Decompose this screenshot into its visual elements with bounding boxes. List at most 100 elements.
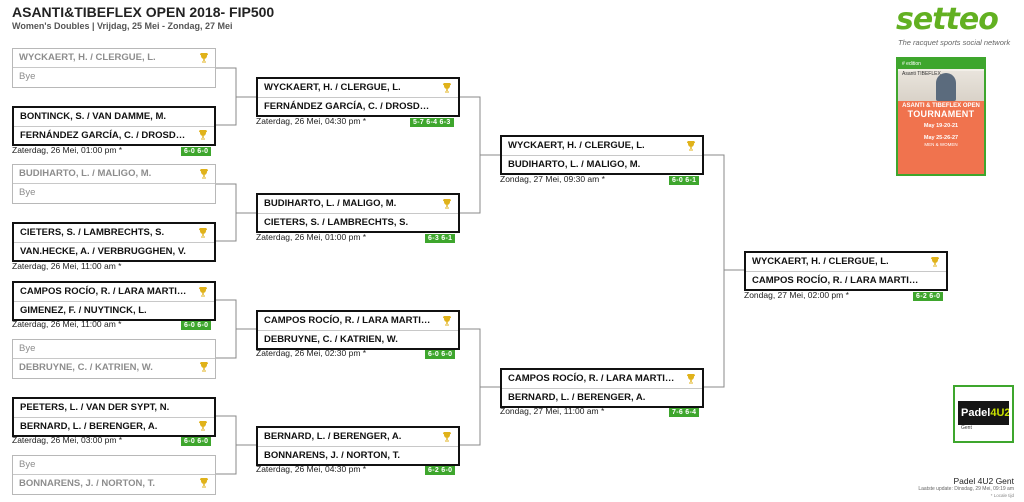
match-time: Zondag, 27 Mei, 02:00 pm * (744, 290, 849, 300)
trophy-icon (199, 287, 207, 297)
match-sf-2[interactable]: CAMPOS ROCÍO, R. / LARA MARTINEZ,... BER… (500, 368, 704, 408)
trophy-icon (200, 478, 208, 488)
match-time: Zaterdag, 26 Mei, 11:00 am * (12, 319, 122, 329)
match-r1-1[interactable]: WYCKAERT, H. / CLERGUE, L. Bye (12, 48, 216, 88)
poster-line2: TOURNAMENT (907, 109, 975, 119)
team-name: CAMPOS ROCÍO, R. / LARA MARTINEZ,... (264, 315, 451, 326)
bye-label: Bye (19, 459, 36, 470)
trophy-icon (199, 130, 207, 140)
trophy-icon (687, 374, 695, 384)
bye-label: Bye (13, 67, 215, 85)
team-name: WYCKAERT, H. / CLERGUE, L. (752, 256, 889, 267)
score-badge: 7-6 6-4 (669, 408, 700, 417)
page-title: ASANTI&TIBEFLEX OPEN 2018- FIP500 (12, 4, 275, 20)
match-r1-7[interactable]: PEETERS, L. / VAN DER SYPT, N. BERNARD, … (12, 397, 216, 437)
score-badge: 6-2 6-0 (425, 466, 456, 475)
team-name: CIETERS, S. / LAMBRECHTS, S. (20, 227, 165, 238)
score-badge: 5-7 6-4 6-3 (410, 118, 454, 127)
trophy-icon (931, 257, 939, 267)
poster-category: MEN & WOMEN (924, 142, 958, 147)
team-name: BUDIHARTO, L. / MALIGO, M. (502, 155, 702, 173)
team-name: CAMPOS ROCÍO, R. / LARA MARTINEZ,... (20, 286, 207, 297)
page-subtitle: Women's Doubles | Vrijdag, 25 Mei - Zond… (12, 21, 233, 31)
match-r2-3[interactable]: CAMPOS ROCÍO, R. / LARA MARTINEZ,... DEB… (256, 310, 460, 350)
team-name: WYCKAERT, H. / CLERGUE, L. (508, 140, 645, 151)
match-time: Zondag, 27 Mei, 11:00 am * (500, 406, 605, 416)
trophy-icon (443, 316, 451, 326)
trophy-icon (200, 362, 208, 372)
venue-name: Padel 4U2 Gent (953, 476, 1014, 486)
match-final[interactable]: WYCKAERT, H. / CLERGUE, L. CAMPOS ROCÍO,… (744, 251, 948, 291)
match-sf-1[interactable]: WYCKAERT, H. / CLERGUE, L. BUDIHARTO, L.… (500, 135, 704, 175)
tournament-poster[interactable]: # edition Asanti TIBEFLEX ASANTI & TIBEF… (896, 57, 986, 176)
team-name: DEBRUYNE, C. / KATRIEN, W. (258, 330, 458, 348)
team-name: FERNÁNDEZ GARCÍA, C. / DROSDOV M... (258, 97, 458, 115)
match-time: Zaterdag, 26 Mei, 04:30 pm * (256, 464, 367, 474)
team-name: PEETERS, L. / VAN DER SYPT, N. (20, 402, 170, 413)
trophy-icon (200, 53, 208, 63)
team-name: BERNARD, L. / BERENGER, A. (264, 431, 402, 442)
team-name: DEBRUYNE, C. / KATRIEN, W. (13, 358, 215, 376)
setteo-logo[interactable]: setteo (896, 2, 999, 37)
team-name: GIMENEZ, F. / NUYTINCK, L. (14, 301, 214, 319)
logo-tagline: The racquet sports social network (898, 38, 1011, 47)
match-time: Zondag, 27 Mei, 09:30 am * (500, 174, 605, 184)
match-time: Zaterdag, 26 Mei, 01:00 pm * (12, 145, 123, 155)
team-name: BERNARD, L. / BERENGER, A. (14, 417, 214, 435)
trophy-icon (200, 169, 208, 179)
match-r1-8[interactable]: Bye BONNARENS, J. / NORTON, T. (12, 455, 216, 495)
padel-logo-part1: Padel (961, 407, 991, 419)
padel-logo-part2: 4U2 (990, 407, 1009, 419)
match-r2-4[interactable]: BERNARD, L. / BERENGER, A. BONNARENS, J.… (256, 426, 460, 466)
trophy-icon (443, 83, 451, 93)
match-time: Zaterdag, 26 Mei, 04:30 pm * (256, 116, 367, 126)
poster-dates2: May 25-26-27 (923, 135, 959, 141)
score-badge: 6-0 6-0 (425, 350, 456, 359)
poster-top: # edition (898, 59, 984, 69)
poster-brand: Asanti TIBEFLEX (902, 71, 941, 77)
padel-logo-sub: Gent (961, 425, 972, 431)
poster-banner: ASANTI & TIBEFLEX OPEN TOURNAMENT May 19… (898, 101, 984, 174)
match-r1-6[interactable]: Bye DEBRUYNE, C. / KATRIEN, W. (12, 339, 216, 379)
player-figure (936, 73, 956, 101)
match-r2-2[interactable]: BUDIHARTO, L. / MALIGO, M. CIETERS, S. /… (256, 193, 460, 233)
bye-label: Bye (13, 183, 215, 201)
trophy-icon (199, 228, 207, 238)
match-r2-1[interactable]: WYCKAERT, H. / CLERGUE, L. FERNÁNDEZ GAR… (256, 77, 460, 117)
padel4u2-logo[interactable]: Padel4U2 Gent (953, 385, 1014, 443)
team-name: CIETERS, S. / LAMBRECHTS, S. (258, 213, 458, 231)
team-name: BUDIHARTO, L. / MALIGO, M. (19, 168, 152, 179)
team-name: WYCKAERT, H. / CLERGUE, L. (19, 52, 156, 63)
local-time-note: * Locale tijd (990, 493, 1014, 498)
match-r1-5[interactable]: CAMPOS ROCÍO, R. / LARA MARTINEZ,... GIM… (12, 281, 216, 321)
team-name: BUDIHARTO, L. / MALIGO, M. (264, 198, 397, 209)
last-update: Laatste update: Dinsdag, 29 Mei, 09:19 a… (918, 486, 1014, 492)
match-r1-2[interactable]: BONTINCK, S. / VAN DAMME, M. FERNÁNDEZ G… (12, 106, 216, 146)
team-name: BERNARD, L. / BERENGER, A. (502, 388, 702, 406)
match-time: Zaterdag, 26 Mei, 02:30 pm * (256, 348, 367, 358)
score-badge: 6-0 6-0 (181, 147, 212, 156)
match-time: Zaterdag, 26 Mei, 11:00 am * (12, 261, 122, 271)
score-badge: 6-0 6-1 (669, 176, 700, 185)
trophy-icon (443, 199, 451, 209)
team-name: WYCKAERT, H. / CLERGUE, L. (264, 82, 401, 93)
trophy-icon (687, 141, 695, 151)
score-badge: 6-0 6-0 (181, 321, 212, 330)
match-time: Zaterdag, 26 Mei, 03:00 pm * (12, 435, 123, 445)
trophy-icon (443, 432, 451, 442)
team-name: BONTINCK, S. / VAN DAMME, M. (20, 111, 167, 122)
match-time: Zaterdag, 26 Mei, 01:00 pm * (256, 232, 367, 242)
poster-dates1: May 19-20-21 (923, 123, 959, 129)
trophy-icon (199, 421, 207, 431)
bye-label: Bye (19, 343, 36, 354)
team-name: BONNARENS, J. / NORTON, T. (258, 446, 458, 464)
team-name: BONNARENS, J. / NORTON, T. (13, 474, 215, 492)
match-r1-3[interactable]: BUDIHARTO, L. / MALIGO, M. Bye (12, 164, 216, 204)
score-badge: 6-0 6-0 (181, 437, 212, 446)
score-badge: 6-3 6-1 (425, 234, 456, 243)
match-r1-4[interactable]: CIETERS, S. / LAMBRECHTS, S. VAN.HECKE, … (12, 222, 216, 262)
team-name: CAMPOS ROCÍO, R. / LARA MARTINEZ,... (746, 271, 946, 289)
team-name: CAMPOS ROCÍO, R. / LARA MARTINEZ,... (508, 373, 695, 384)
team-name: VAN.HECKE, A. / VERBRUGGHEN, V. (14, 242, 214, 260)
